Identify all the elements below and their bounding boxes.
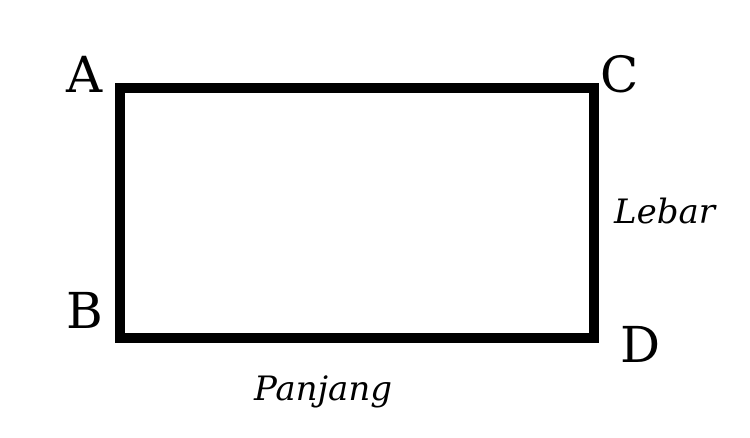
length-label: Panjang	[253, 369, 392, 409]
rectangle-abdc	[115, 83, 599, 343]
vertex-label-a: A	[65, 46, 103, 104]
vertex-label-d: D	[620, 316, 660, 374]
vertex-label-b: B	[66, 282, 103, 340]
width-label: Lebar	[613, 192, 717, 232]
vertex-label-c: C	[600, 46, 638, 104]
